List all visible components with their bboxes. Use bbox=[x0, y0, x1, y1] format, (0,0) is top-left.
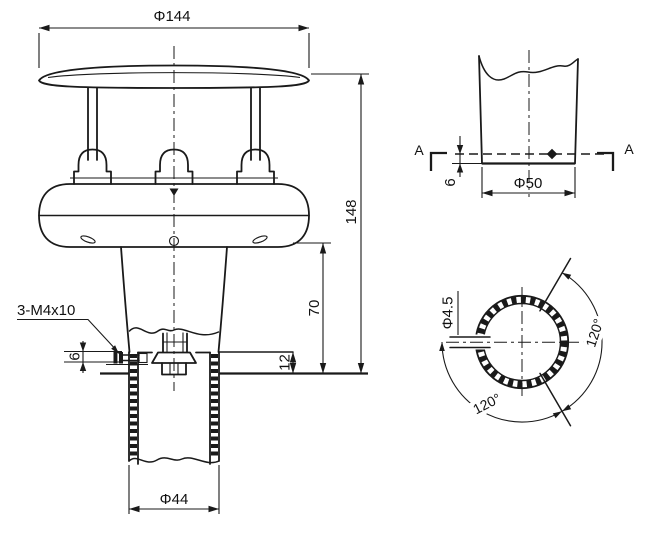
section-letter-right: A bbox=[624, 141, 634, 157]
dim-text-hole-to-end: 6 bbox=[442, 178, 459, 186]
neck-left-edge bbox=[120, 246, 131, 353]
angle-arc-upper bbox=[561, 272, 603, 412]
neck-right-edge bbox=[217, 246, 228, 353]
pole-end-view: A A 6 Φ50 bbox=[414, 50, 634, 198]
pole-side-edges bbox=[478, 55, 579, 165]
dim-ext-cap-diameter bbox=[38, 33, 310, 68]
radial-hole-edges bbox=[449, 336, 491, 349]
transducer-dome-right bbox=[236, 148, 275, 185]
section-bracket-left bbox=[429, 151, 447, 171]
connector-flange bbox=[151, 351, 197, 364]
pole-tube-walls bbox=[128, 351, 220, 465]
label-backing bbox=[341, 195, 356, 229]
north-marker-triangle bbox=[169, 188, 179, 196]
dim-text-overall-height: 148 bbox=[343, 199, 360, 224]
hole-position-diamond bbox=[546, 148, 558, 160]
dim-text-insert-depth: 12 bbox=[277, 354, 294, 371]
section-letter-left: A bbox=[414, 142, 424, 158]
dim-label-insert-depth: 12 bbox=[277, 354, 294, 371]
dim-text-hole-diameter: Φ4.5 bbox=[440, 297, 457, 330]
screw-insert bbox=[138, 352, 148, 364]
dim-arrows-screw-offset bbox=[79, 342, 87, 371]
dim-label-angle-upper: 120° bbox=[581, 314, 609, 352]
dim-label-angle-lower: 120° bbox=[467, 388, 507, 420]
sensor-body-outline bbox=[38, 183, 310, 248]
dim-text-pole-diameter: Φ50 bbox=[514, 175, 543, 192]
dim-arrows-hole-to-end bbox=[456, 145, 464, 173]
connector-nut bbox=[161, 362, 187, 376]
drain-slot-left bbox=[80, 235, 96, 244]
dim-text-body-to-base: 70 bbox=[306, 300, 323, 317]
label-backing bbox=[581, 314, 609, 352]
hole-angle-radials bbox=[539, 257, 572, 427]
screw-shaft bbox=[122, 354, 140, 362]
connector-nut-facets bbox=[169, 363, 179, 375]
dim-lines-hole-to-end bbox=[452, 136, 482, 177]
top-cap-outline bbox=[38, 64, 310, 89]
section-crosshairs bbox=[446, 287, 590, 398]
dim-label-screw-offset: 6 bbox=[67, 352, 84, 360]
transducer-dome-left bbox=[73, 148, 112, 185]
connector-block-detail bbox=[163, 332, 187, 352]
section-aa-view: Φ4.5 120° 120° bbox=[439, 257, 609, 427]
pole-break-line bbox=[478, 55, 579, 81]
transducer-dome-center bbox=[154, 148, 194, 185]
section-bracket-right bbox=[597, 151, 615, 171]
screw-spec-leader-arrow bbox=[111, 345, 119, 354]
top-cap-edge-line bbox=[47, 72, 301, 79]
dim-label-body-to-base: 70 bbox=[306, 300, 323, 317]
tube-break-line bbox=[128, 457, 220, 464]
dim-text-tube-diameter: Φ44 bbox=[160, 491, 189, 508]
connector-block-outline bbox=[162, 332, 188, 353]
bottom-center-hole bbox=[168, 235, 180, 247]
dim-label-hole-diameter: Φ4.5 bbox=[440, 297, 457, 330]
screw-spec-text: 3-M4x10 bbox=[17, 302, 75, 319]
dim-text-cap-diameter: Φ144 bbox=[154, 8, 191, 25]
dim-label-hole-to-end: 6 bbox=[442, 178, 459, 186]
dim-label-overall-height: 148 bbox=[341, 195, 360, 229]
screw-spec-leader bbox=[17, 318, 120, 354]
dim-text-screw-offset: 6 bbox=[67, 352, 84, 360]
angle-arc-arrows bbox=[439, 272, 572, 419]
drain-slot-right bbox=[252, 235, 268, 244]
front-view: Φ144 148 70 12 6 3-M4x10 Φ44 bbox=[17, 8, 369, 514]
neck-break-line bbox=[128, 327, 220, 336]
label-backing bbox=[467, 388, 507, 420]
cap-support-struts bbox=[87, 87, 261, 161]
